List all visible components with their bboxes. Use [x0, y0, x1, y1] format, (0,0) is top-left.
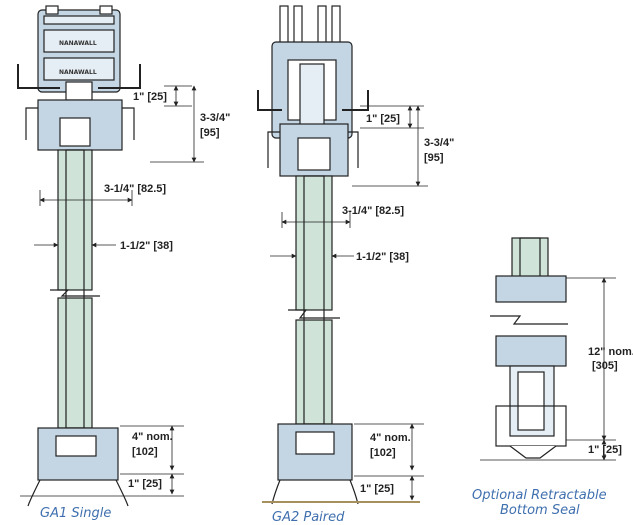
ga1-bottom-rail — [27, 427, 129, 507]
seal-dimension-lines — [480, 277, 616, 461]
ga1-bottom-rail-mm-dim: [102] — [132, 446, 158, 458]
seal-height-dim: 12" nom. — [588, 346, 633, 358]
ga1-top-offset-dim: 1" [25] — [133, 91, 167, 103]
ga1-caption: GA1 Single — [40, 506, 111, 521]
bottom-seal-drawing: 12" nom. [305] 1" [25] Optional Retracta… — [472, 237, 633, 518]
ga1-brand-label-bottom: NANAWALL — [59, 69, 97, 76]
ga1-head-height-dim: 3-3/4" — [200, 112, 230, 124]
ga1-bottom-rail-dim: 4" nom. — [132, 431, 173, 443]
ga2-top-track — [257, 5, 369, 139]
ga2-bottom-rail-mm-dim: [102] — [370, 447, 396, 459]
seal-glass-panel — [490, 237, 568, 459]
ga2-head-height-mm-dim: [95] — [424, 152, 444, 164]
seal-bottom-offset-dim: 1" [25] — [588, 444, 622, 456]
ga2-dimension-lines — [270, 105, 428, 501]
ga2-top-offset-dim: 1" [25] — [366, 113, 400, 125]
ga1-brand-label-top: NANAWALL — [59, 40, 97, 47]
ga1-panel-thickness-dim: 1-1/2" [38] — [120, 240, 173, 252]
ga2-panel-thickness-dim: 1-1/2" [38] — [356, 251, 409, 263]
seal-caption-line1: Optional Retractable — [472, 488, 607, 503]
ga1-frame-width-dim: 3-1/4" [82.5] — [104, 183, 166, 195]
ga2-frame-width-dim: 3-1/4" [82.5] — [342, 205, 404, 217]
ga2-bottom-rail — [262, 423, 420, 505]
ga1-top-track — [17, 5, 141, 101]
ga2-bottom-rail-dim: 4" nom. — [370, 432, 411, 444]
seal-height-mm-dim: [305] — [592, 360, 618, 372]
ga2-paired-drawing: 1" [25] 3-3/4" [95] 3-1/4" [82.5] 1-1/2"… — [257, 5, 454, 525]
seal-caption-line2: Bottom Seal — [500, 503, 580, 518]
ga1-single-drawing: NANAWALL NANAWALL — [17, 5, 230, 521]
ga1-head-height-mm-dim: [95] — [200, 127, 220, 139]
ga2-bottom-offset-dim: 1" [25] — [360, 483, 394, 495]
ga1-glass-panel — [50, 149, 100, 429]
ga1-head-profile — [25, 99, 135, 151]
ga2-glass-panel — [288, 175, 340, 425]
ga2-head-height-dim: 3-3/4" — [424, 137, 454, 149]
ga2-head-profile — [267, 123, 359, 177]
ga1-dimension-lines — [20, 85, 204, 497]
ga2-caption: GA2 Paired — [272, 510, 345, 525]
ga1-bottom-offset-dim: 1" [25] — [128, 478, 162, 490]
